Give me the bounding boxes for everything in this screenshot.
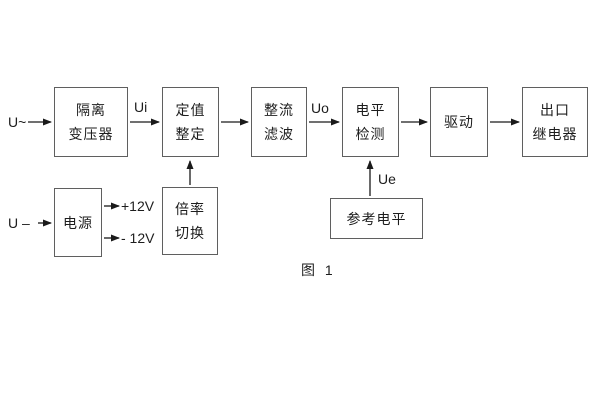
setting-adjust-line2: 整定 xyxy=(175,126,206,142)
block-isolation-transformer: 隔离 变压器 xyxy=(54,87,128,157)
level-detect-line1: 电平 xyxy=(355,102,386,118)
output-relay-line1: 出口 xyxy=(540,102,570,118)
minus12v-label: - 12V xyxy=(121,230,155,246)
block-drive: 驱动 xyxy=(430,87,488,157)
ue-label: Ue xyxy=(378,171,396,187)
drive-line1: 驱动 xyxy=(444,114,474,130)
isolation-transformer-line2: 变压器 xyxy=(68,126,114,142)
power-supply-line1: 电源 xyxy=(63,214,93,231)
ui-label: Ui xyxy=(134,99,148,115)
ac-input-label: U~ xyxy=(8,114,27,130)
block-rectifier-filter: 整流 滤波 xyxy=(251,87,307,157)
isolation-transformer-line1: 隔离 xyxy=(76,102,106,118)
plus12v-label: +12V xyxy=(121,198,155,214)
uo-label: Uo xyxy=(311,100,329,116)
ratio-switch-line2: 切换 xyxy=(175,225,205,241)
ratio-switch-line1: 倍率 xyxy=(175,201,205,217)
block-output-relay: 出口 继电器 xyxy=(522,87,588,157)
dc-input-label: U – xyxy=(8,215,30,231)
figure-caption: 图 1 xyxy=(301,262,336,278)
rectifier-filter-line1: 整流 xyxy=(264,102,294,118)
reference-level-line1: 参考电平 xyxy=(346,210,407,227)
block-level-detect: 电平 检测 xyxy=(342,87,399,157)
level-detect-line2: 检测 xyxy=(355,126,386,142)
rectifier-filter-line2: 滤波 xyxy=(264,126,294,142)
block-reference-level: 参考电平 xyxy=(330,198,423,239)
block-power-supply: 电源 xyxy=(54,188,102,257)
setting-adjust-line1: 定值 xyxy=(175,102,206,118)
block-setting-adjust: 定值 整定 xyxy=(162,87,219,157)
output-relay-line2: 继电器 xyxy=(532,126,578,142)
block-ratio-switch: 倍率 切换 xyxy=(162,187,218,255)
